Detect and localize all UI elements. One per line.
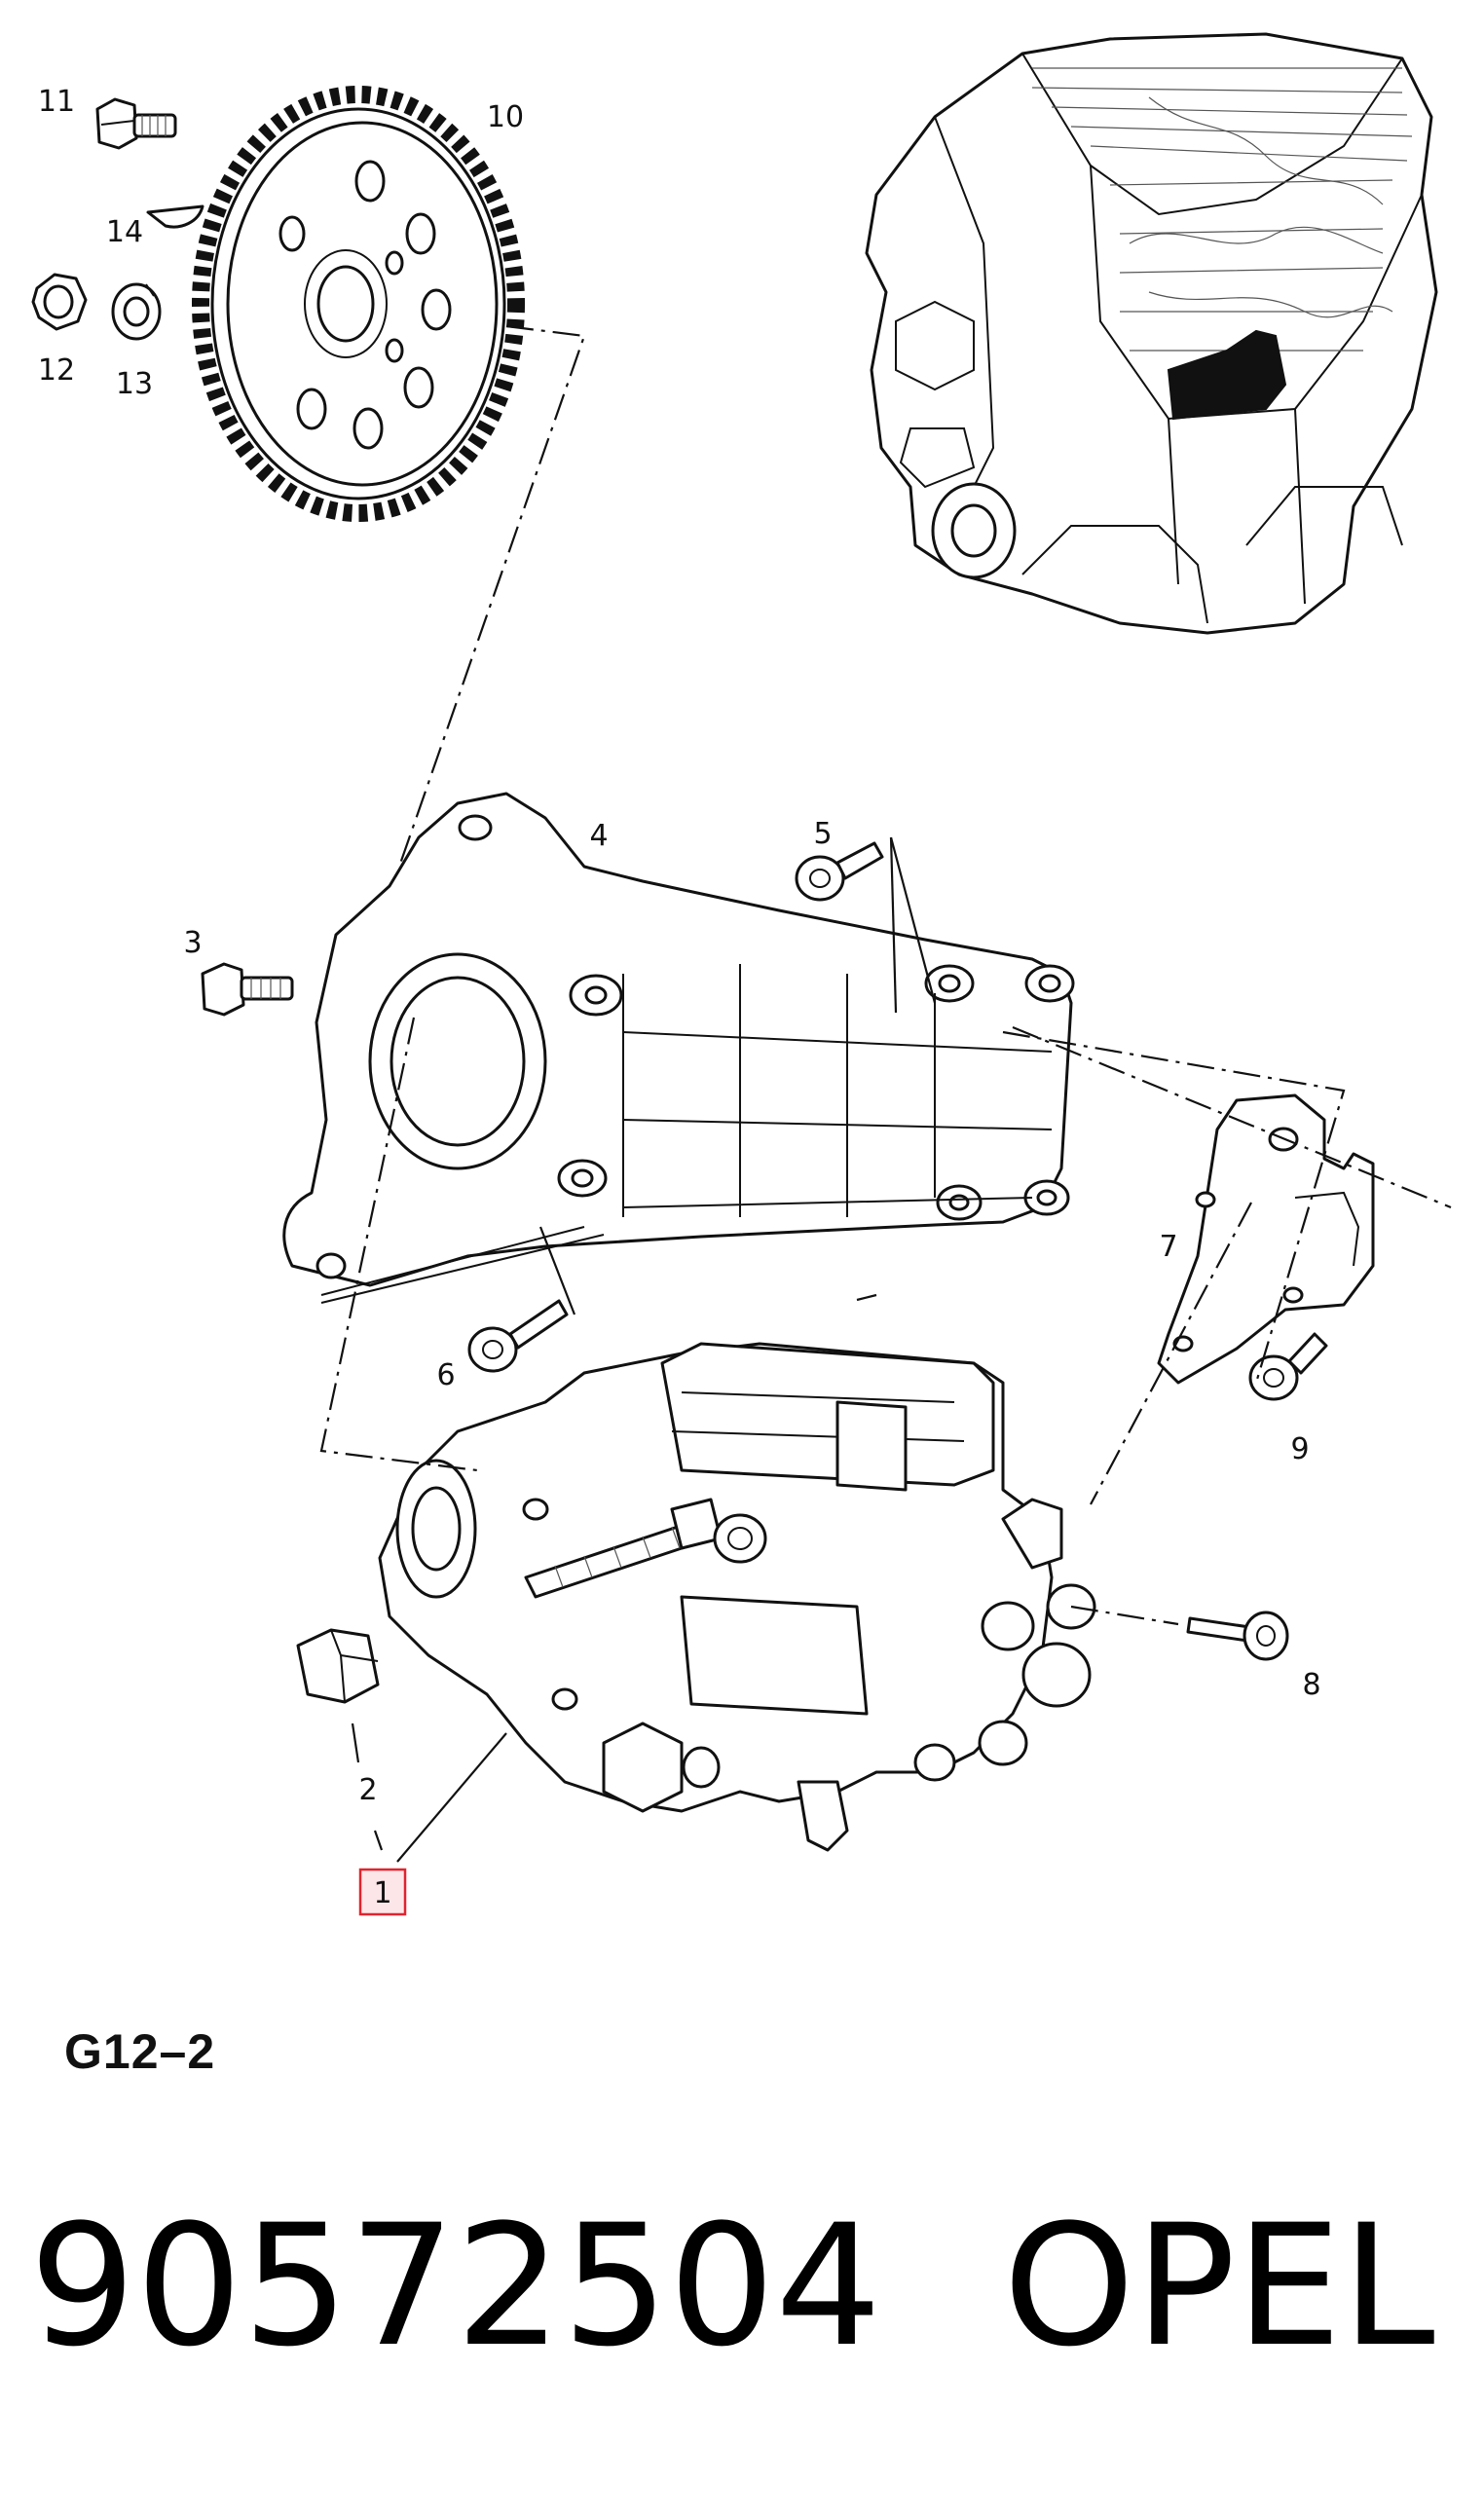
callout-11[interactable]: 11 (38, 85, 75, 119)
callout-10[interactable]: 10 (487, 100, 524, 134)
figure-code: G12–2 (64, 2024, 216, 2079)
woodruff-key-14 (146, 204, 204, 229)
highlight-box (358, 1868, 407, 1916)
assembly-lines (319, 324, 1452, 1626)
brand-name: OPEL (1003, 2188, 1435, 2384)
engine-overview-illustration (865, 32, 1438, 635)
callout-4[interactable]: 4 (589, 819, 608, 853)
callout-1[interactable]: 1 (373, 1876, 391, 1910)
callout-labels: 1 2 3 4 5 6 7 8 9 10 11 12 13 14 (38, 85, 1321, 1916)
washer-13 (111, 282, 162, 341)
bolt-3 (201, 962, 294, 1017)
part-number: 90572504 (29, 2188, 882, 2384)
callout-8[interactable]: 8 (1302, 1668, 1320, 1702)
support-plate-7 (1157, 1093, 1375, 1385)
bolt-8 (1186, 1611, 1289, 1661)
injection-pump-1 (378, 1342, 1096, 1852)
nut-12 (31, 273, 88, 331)
callout-14[interactable]: 14 (106, 215, 143, 249)
callout-13[interactable]: 13 (116, 367, 153, 401)
callout-3[interactable]: 3 (183, 926, 202, 960)
callout-2[interactable]: 2 (358, 1773, 377, 1807)
hex-plug-2 (296, 1628, 380, 1704)
callout-6[interactable]: 6 (436, 1358, 455, 1392)
callout-5[interactable]: 5 (813, 817, 832, 851)
timing-sprocket-10 (192, 86, 525, 522)
pump-bracket-4 (282, 792, 1075, 1304)
bolt-6 (467, 1299, 569, 1373)
exploded-parts-diagram: 1 2 3 4 5 6 7 8 9 10 11 12 13 14 (31, 32, 1452, 1916)
callout-7[interactable]: 7 (1159, 1230, 1177, 1264)
leader-lines (351, 836, 937, 1863)
bolt-9 (1248, 1332, 1328, 1401)
callout-9[interactable]: 9 (1290, 1432, 1309, 1466)
bolt-11 (95, 97, 177, 150)
callout-12[interactable]: 12 (38, 353, 75, 388)
bolt-5 (795, 841, 884, 902)
